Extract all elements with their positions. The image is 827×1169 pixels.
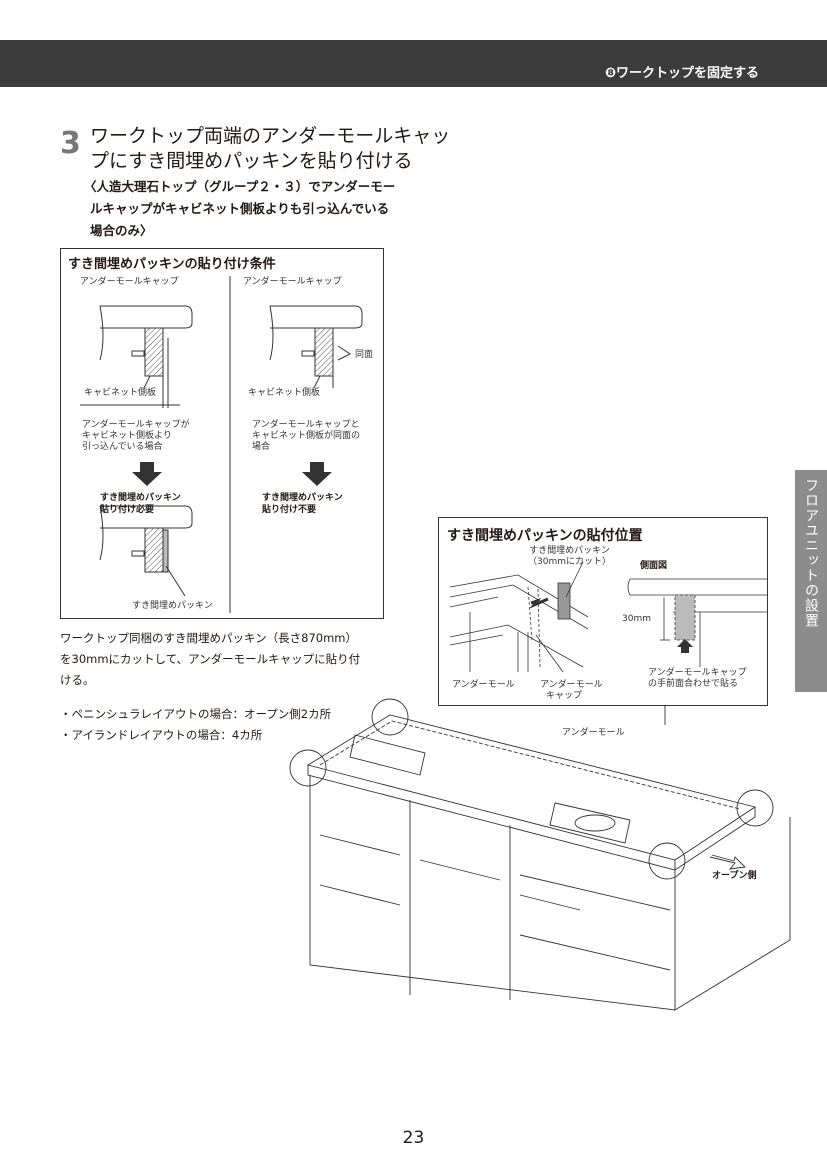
side-tab-label: フロアユニットの設置 <box>803 478 819 628</box>
bullet-item: ・ペニンシュラレイアウトの場合：オープン側2カ所 <box>60 707 332 721</box>
desc-line: 引っ込んでいる場合 <box>82 442 163 452</box>
bullet-item: ・アイランドレイアウトの場合：4カ所 <box>60 728 263 742</box>
dimension-label: 30mm <box>622 614 651 624</box>
down-arrow-icon <box>132 462 162 486</box>
condition-box-title: すき間埋めパッキンの貼り付け条件 <box>68 257 276 272</box>
desc-line: キャビネット側板より <box>82 431 172 441</box>
packing-label: すき間埋めパッキン <box>529 546 610 556</box>
desc-line: アンダーモールキャップが <box>82 420 190 430</box>
panel-label: キャビネット側板 <box>248 388 321 398</box>
up-arrow-icon <box>677 639 693 653</box>
align-note: アンダーモールキャップ <box>648 668 747 678</box>
header-bar <box>0 40 827 87</box>
condition-box <box>60 248 384 619</box>
under-mall-label: アンダーモール <box>452 680 515 690</box>
step-sub-line: 〈人造大理石トップ（グループ２・３）でアンダーモー <box>84 179 396 194</box>
panel-label: キャビネット側板 <box>84 388 157 398</box>
body-line: を30mmにカットして、アンダーモールキャップに貼り付 <box>60 652 361 666</box>
section-title: ❽ワークトップを固定する <box>604 66 759 81</box>
under-mall-label: アンダーモール <box>562 728 625 738</box>
result-line: すき間埋めパッキン <box>262 493 343 503</box>
flush-label: 同面 <box>355 350 374 360</box>
result-line: すき間埋めパッキン <box>100 493 181 503</box>
position-diagram <box>449 561 768 673</box>
open-side-label: オープン側 <box>712 871 757 881</box>
step-title: ワークトップ両端のアンダーモールキャッ プにすき間埋めパッキンを貼り付ける <box>90 124 450 174</box>
page-number: 23 <box>402 1128 425 1148</box>
body-text: ワークトップ同梱のすき間埋めパッキン（長さ870mm） を30mmにカットして、… <box>60 628 360 691</box>
step-title-line: ワークトップ両端のアンダーモールキャッ <box>90 125 451 147</box>
body-line: ける。 <box>60 673 95 687</box>
step-sub-line: 場合のみ〉 <box>90 223 153 238</box>
desc-line: キャビネット側板が同面の <box>252 431 361 441</box>
desc-line: アンダーモールキャップと <box>252 420 360 430</box>
step-sub-line: ルキャップがキャビネット側板よりも引っ込んでいる <box>90 201 390 216</box>
bullet-list: ・ペニンシュラレイアウトの場合：オープン側2カ所 ・アイランドレイアウトの場合：… <box>60 704 331 746</box>
body-line: ワークトップ同梱のすき間埋めパッキン（長さ870mm） <box>60 631 358 645</box>
step-title-line: プにすき間埋めパッキンを貼り付ける <box>90 150 413 172</box>
position-box-title: すき間埋めパッキンの貼付位置 <box>447 528 643 544</box>
align-note: の手前面合わせで貼る <box>648 679 739 689</box>
desc-line: 場合 <box>252 442 271 452</box>
condition-diagrams <box>80 276 363 613</box>
packing-label: すき間埋めパッキン <box>132 601 213 611</box>
step-condition: 〈人造大理石トップ（グループ２・３）でアンダーモー ルキャップがキャビネット側板… <box>84 176 395 242</box>
cap-label: アンダーモールキャップ <box>80 277 179 287</box>
result-line: 貼り付け不要 <box>262 505 317 515</box>
side-tab <box>795 470 827 692</box>
side-view-label: 側面図 <box>640 561 668 571</box>
cap-label: キャップ <box>546 691 583 701</box>
cap-label: アンダーモールキャップ <box>243 277 342 287</box>
cap-label: アンダーモール <box>540 680 603 690</box>
position-box <box>438 517 768 706</box>
result-line: 貼り付け必要 <box>100 505 155 515</box>
down-arrow-icon <box>302 462 332 486</box>
step-number: 3 <box>60 126 81 161</box>
packing-label: （30mmにカット） <box>528 557 611 567</box>
cabinet-illustration <box>289 698 791 1011</box>
